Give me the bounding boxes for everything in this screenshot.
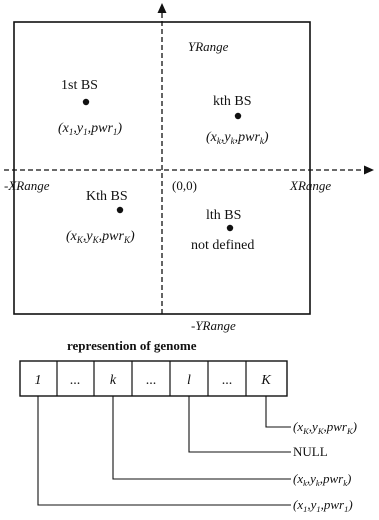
callout-line-l (188, 396, 291, 453)
x-max-label: XRange (289, 178, 331, 193)
genome-array: 1 ... k ... l ... K (19, 360, 288, 397)
x-axis-arrow-icon (364, 165, 374, 175)
callout-line-K (265, 396, 291, 428)
station-1-dot (82, 98, 90, 106)
genome-cell: ... (222, 373, 233, 388)
station-K-dot (116, 206, 124, 214)
genome-cell: ... (146, 373, 157, 388)
station-k-name: kth BS (213, 94, 252, 109)
genome-cell: K (260, 373, 271, 388)
station-1-name: 1st BS (61, 78, 98, 93)
station-l-name: lth BS (206, 208, 241, 223)
genome-cell: 1 (35, 373, 42, 388)
y-max-label: YRange (188, 39, 229, 54)
station-K-name: Kth BS (86, 189, 128, 204)
x-min-label: -XRange (4, 178, 50, 193)
callout-label-null: NULL (293, 444, 328, 459)
station-k-coord: (xk,yk,pwrk) (206, 130, 269, 146)
genome-title: represention of genome (67, 338, 197, 353)
callout-line-1 (37, 396, 291, 506)
callout-label-K: (xK,yK,pwrK) (293, 419, 357, 436)
origin-label: (0,0) (172, 178, 197, 193)
genome-cell: ... (70, 373, 81, 388)
genome-outer-border (19, 360, 288, 397)
genome-cell: k (110, 373, 117, 388)
callout-line-k (112, 396, 291, 480)
station-k-dot (234, 112, 242, 120)
callout-label-1: (x1,y1,pwr1) (293, 497, 353, 514)
genome-cell: l (187, 373, 191, 388)
callout-label-k: (xk,yk,pwrk) (293, 471, 351, 488)
station-l-dot (226, 224, 234, 232)
station-l-coord: not defined (191, 238, 254, 253)
station-K-coord: (xK,yK,pwrK) (66, 229, 135, 245)
y-min-label: -YRange (191, 318, 236, 333)
y-axis-arrow-icon (157, 3, 167, 13)
station-1-coord: (x1,y1,pwr1) (58, 121, 122, 137)
